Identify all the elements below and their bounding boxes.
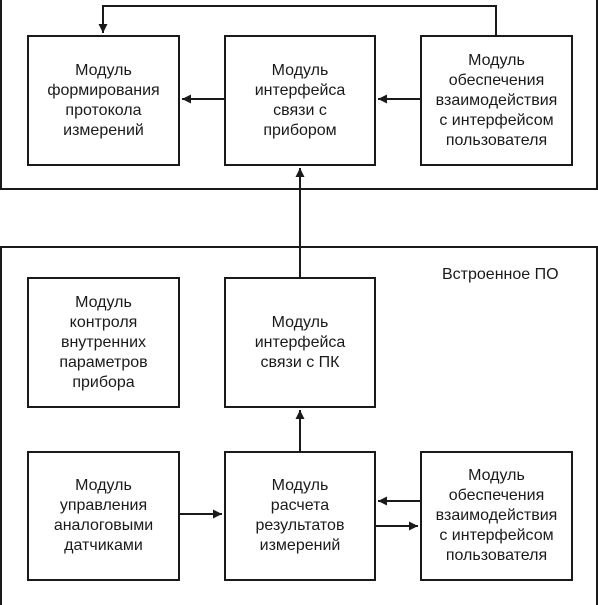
arrow-ui-loop-to-protocol [98, 5, 497, 35]
module-device-interface: Модуль интерфейса связи с прибором [224, 35, 376, 166]
module-internal-control: Модуль контроля внутренних параметров пр… [27, 277, 180, 408]
module-analog-sensors: Модуль управления аналоговыми датчиками [27, 451, 180, 581]
module-pc-interface: Модуль интерфейса связи с ПК [224, 277, 376, 408]
module-calculation: Модуль расчета результатов измерений [224, 451, 376, 581]
module-ui-top: Модуль обеспечения взаимодействия с инте… [420, 35, 573, 166]
module-protocol: Модуль формирования протокола измерений [27, 35, 180, 166]
embedded-software-label: Встроенное ПО [442, 266, 559, 283]
module-ui-bottom: Модуль обеспечения взаимодействия с инте… [420, 451, 573, 581]
